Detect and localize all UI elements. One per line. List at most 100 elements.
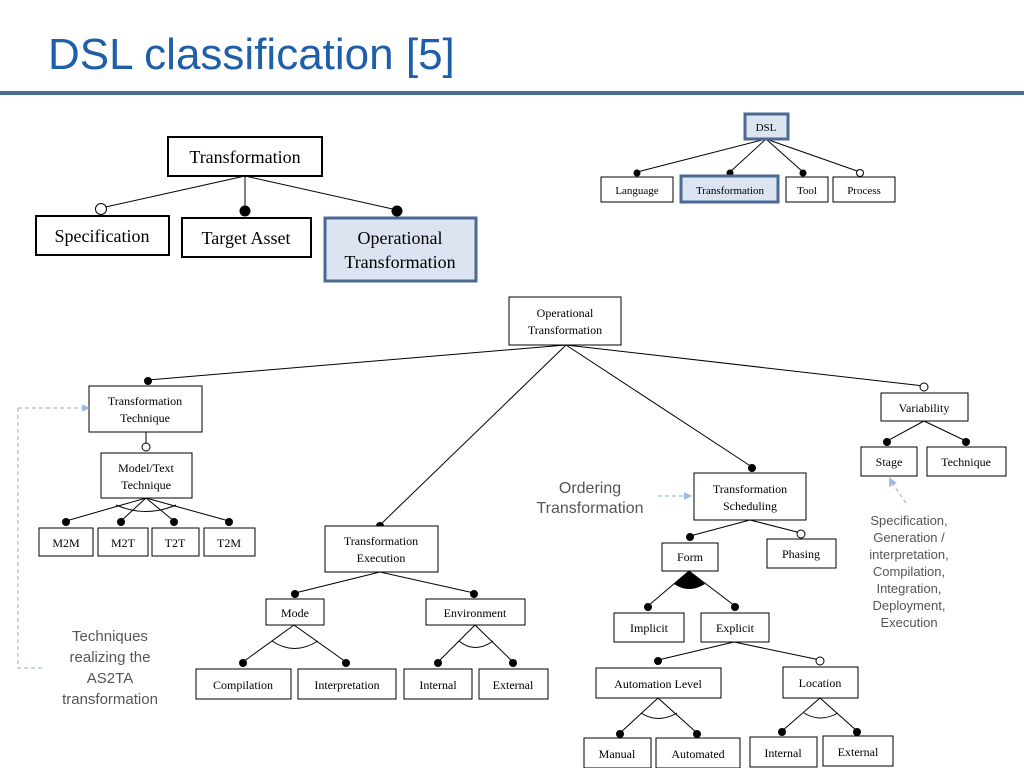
svg-text:transformation: transformation [62, 691, 158, 708]
node-mode: Mode [265, 598, 325, 626]
mandatory-marker [509, 659, 517, 667]
node-location-internal: Internal [749, 736, 818, 768]
mandatory-marker [170, 518, 178, 526]
mandatory-marker [883, 438, 891, 446]
mandatory-marker [62, 518, 70, 526]
arrow-head-icon [82, 404, 90, 412]
svg-text:Target Asset: Target Asset [202, 228, 291, 248]
node-language: Language [600, 176, 674, 203]
mandatory-marker [778, 728, 786, 736]
optional-marker [815, 656, 825, 666]
svg-text:Tool: Tool [797, 185, 817, 197]
mandatory-marker [853, 728, 861, 736]
svg-text:Ordering: Ordering [559, 480, 621, 497]
svg-text:Implicit: Implicit [630, 621, 669, 635]
node-dsl: DSL [743, 112, 790, 141]
node-location-external: External [822, 735, 894, 767]
svg-text:Technique: Technique [941, 455, 991, 469]
svg-text:Compilation,: Compilation, [873, 564, 945, 579]
optional-marker [95, 203, 107, 215]
svg-text:Transformation: Transformation [713, 482, 787, 496]
svg-text:Transformation: Transformation [528, 323, 602, 337]
node-compilation: Compilation [195, 668, 292, 700]
svg-text:Model/Text: Model/Text [118, 461, 174, 475]
svg-text:Explicit: Explicit [716, 621, 755, 635]
mandatory-marker [654, 657, 662, 665]
mandatory-marker [693, 730, 701, 738]
svg-text:External: External [493, 678, 534, 692]
svg-text:Execution: Execution [357, 551, 406, 565]
mandatory-marker [117, 518, 125, 526]
svg-text:Automation Level: Automation Level [614, 677, 702, 691]
annotation-ordering: Ordering Transformation [537, 480, 692, 517]
svg-text:Environment: Environment [444, 606, 507, 620]
annotation-stages: Specification, Generation / interpretati… [869, 477, 949, 630]
optional-marker [856, 169, 864, 177]
svg-text:T2T: T2T [165, 536, 186, 550]
node-tool: Tool [785, 176, 829, 203]
mandatory-marker [342, 659, 350, 667]
svg-text:DSL: DSL [756, 122, 777, 134]
mandatory-marker [391, 205, 403, 217]
svg-text:realizing the: realizing the [70, 649, 151, 666]
top-right-tree: DSL Language Transformation Tool Process [600, 112, 896, 204]
svg-text:Operational: Operational [537, 306, 594, 320]
node-transformation-technique: Transformation Technique [88, 385, 203, 433]
svg-text:External: External [838, 745, 879, 759]
mandatory-marker [225, 518, 233, 526]
node-specification: Specification [35, 215, 170, 256]
svg-text:Technique: Technique [120, 411, 170, 425]
optional-marker [796, 529, 806, 539]
svg-text:Transformation: Transformation [537, 500, 644, 517]
main-tree-edges [65, 344, 967, 734]
svg-text:Mode: Mode [281, 606, 309, 620]
svg-text:Form: Form [677, 550, 704, 564]
node-manual: Manual [583, 737, 652, 768]
mandatory-marker [239, 659, 247, 667]
mandatory-marker [748, 464, 756, 472]
node-m2t: M2T [97, 527, 149, 557]
svg-text:AS2TA: AS2TA [87, 670, 133, 687]
mandatory-marker [470, 590, 478, 598]
mandatory-marker [291, 590, 299, 598]
mandatory-marker [731, 603, 739, 611]
svg-text:Variability: Variability [899, 401, 950, 415]
svg-text:Integration,: Integration, [876, 581, 941, 596]
mandatory-marker [239, 205, 251, 217]
mandatory-marker [434, 659, 442, 667]
top-left-tree: Transformation Specification Target Asse… [35, 136, 478, 283]
svg-text:Transformation: Transformation [344, 252, 455, 272]
node-form: Form [661, 542, 719, 572]
node-t2t: T2T [151, 527, 200, 557]
node-variability: Variability [880, 392, 969, 422]
arrow-head-icon [684, 492, 692, 500]
svg-text:Execution: Execution [880, 615, 937, 630]
svg-text:M2M: M2M [52, 536, 80, 550]
svg-text:Transformation: Transformation [108, 394, 182, 408]
svg-text:Deployment,: Deployment, [873, 598, 946, 613]
node-transformation-scheduling: Transformation Scheduling [693, 472, 807, 521]
mandatory-marker [144, 377, 152, 385]
svg-text:Transformation: Transformation [696, 185, 765, 197]
node-stage: Stage [860, 446, 918, 477]
or-group-marker [674, 571, 705, 589]
svg-text:Specification: Specification [55, 226, 150, 246]
node-environment-external: External [478, 668, 549, 700]
svg-text:interpretation,: interpretation, [869, 547, 949, 562]
optional-marker [919, 382, 929, 392]
node-process: Process [832, 176, 896, 203]
node-variability-technique: Technique [926, 446, 1007, 477]
svg-text:Automated: Automated [671, 747, 724, 761]
node-t2m: T2M [203, 527, 256, 557]
node-interpretation: Interpretation [297, 668, 397, 700]
title-divider [0, 91, 1024, 95]
svg-text:Stage: Stage [876, 455, 903, 469]
svg-text:Location: Location [799, 676, 842, 690]
main-tree-markers [62, 377, 970, 738]
node-implicit: Implicit [613, 612, 685, 643]
svg-text:Transformation: Transformation [189, 147, 300, 167]
svg-text:Compilation: Compilation [213, 678, 273, 692]
node-operational-transformation: Operational Transformation [508, 296, 622, 346]
svg-text:Technique: Technique [121, 478, 171, 492]
